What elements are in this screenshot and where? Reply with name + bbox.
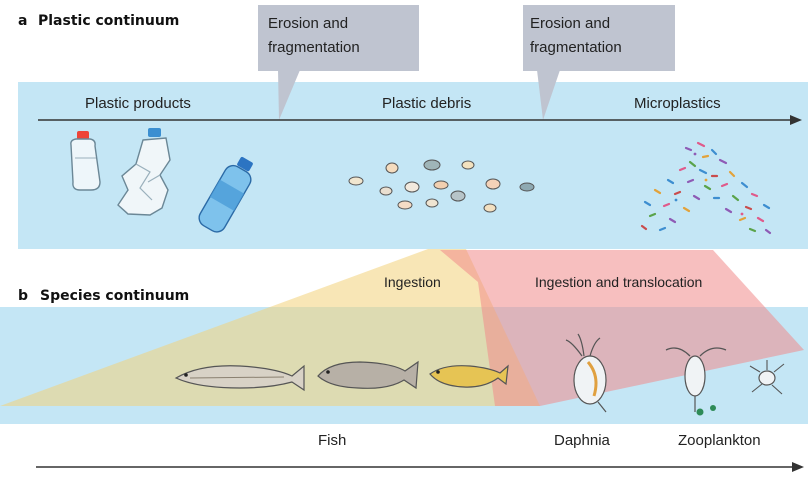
erosion-callout-1-line-1: Erosion and [268, 15, 348, 32]
erosion-callout-1-line-2: fragmentation [268, 39, 360, 56]
erosion-callout-2-line-1: Erosion and [530, 15, 610, 32]
organism-label-fish: Fish [318, 432, 346, 449]
stage-label-plastic-products: Plastic products [85, 95, 191, 112]
organism-label-zooplankton: Zooplankton [678, 432, 761, 449]
panel-b-letter: b [18, 288, 28, 304]
stage-label-plastic-debris: Plastic debris [382, 95, 471, 112]
fish-illustration [176, 362, 508, 390]
stage-label-microplastics: Microplastics [634, 95, 721, 112]
panel-a-title: Plastic continuum [38, 13, 179, 29]
wedge-label-ingestion: Ingestion [384, 274, 441, 290]
erosion-callout-2-line-2: fragmentation [530, 39, 622, 56]
organism-label-daphnia: Daphnia [554, 432, 611, 449]
species-continuum-arrow [36, 462, 804, 472]
wedge-label-ingestion-translocation: Ingestion and translocation [535, 274, 702, 290]
panel-b-title: Species continuum [40, 288, 189, 304]
panel-a-letter: a [18, 13, 27, 29]
